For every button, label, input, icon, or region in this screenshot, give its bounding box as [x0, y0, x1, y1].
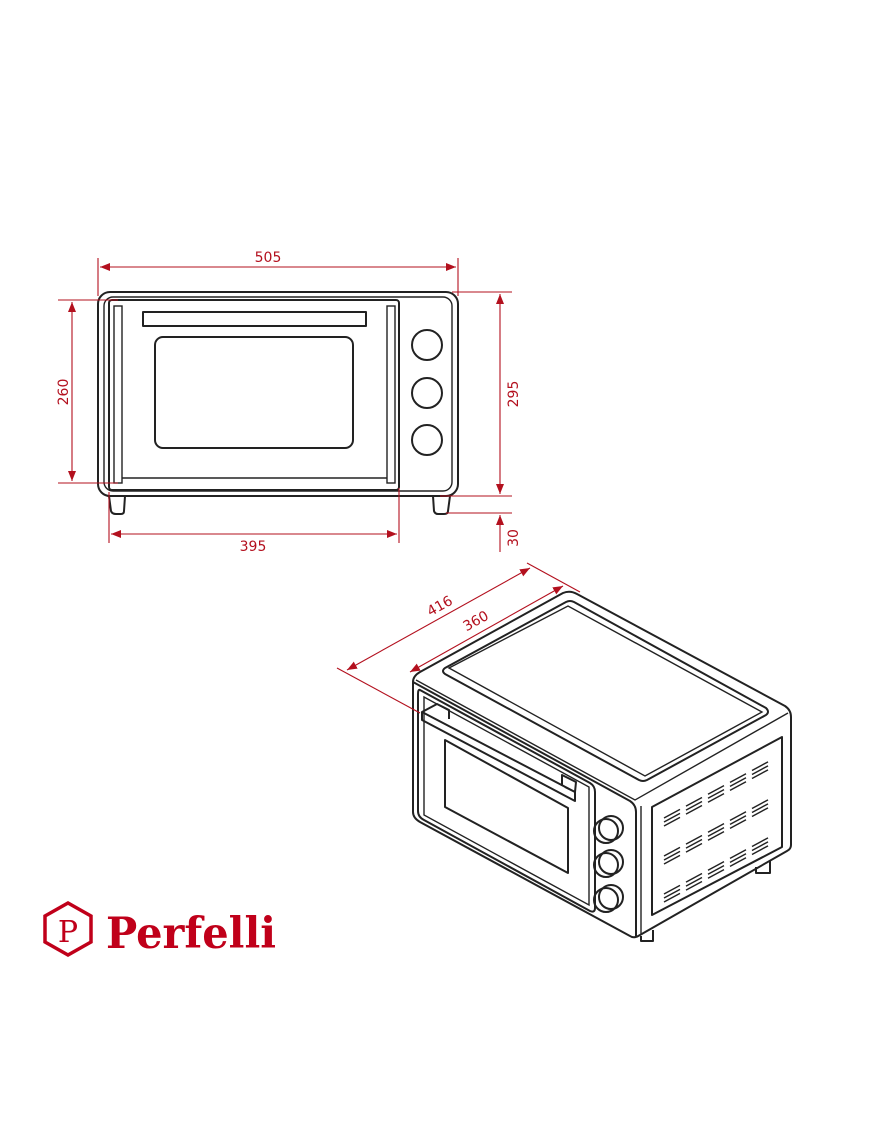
side-vents — [663, 761, 769, 903]
control-knob — [411, 329, 443, 361]
door-left-rail — [113, 305, 123, 484]
oven-body-outline — [97, 291, 459, 497]
vent-slot — [685, 876, 703, 887]
vent-slot — [685, 838, 703, 849]
top-panel — [442, 600, 769, 782]
control-knob — [411, 377, 443, 409]
vent-slot — [685, 796, 703, 807]
vent-slot — [685, 842, 703, 853]
dimension-door-width: 395 — [108, 488, 400, 555]
control-knob — [593, 818, 619, 844]
dimension-total-width: 505 — [97, 250, 459, 296]
oven-foot-right — [432, 495, 451, 515]
dimension-label: 295 — [506, 381, 522, 408]
dimension-label: 30 — [506, 529, 522, 547]
perfelli-logo: P Perfelli — [43, 900, 276, 959]
control-knob — [411, 424, 443, 456]
vent-slot — [729, 857, 747, 867]
control-knob — [598, 849, 624, 875]
vent-slot — [729, 853, 747, 863]
door-handle — [142, 311, 367, 327]
vent-slot — [729, 777, 747, 787]
vent-slot — [729, 811, 747, 821]
vent-slot — [707, 868, 725, 879]
front-right-edge — [412, 681, 637, 936]
vent-slot — [751, 803, 769, 814]
vent-slot — [685, 834, 703, 845]
control-knobs — [593, 815, 624, 913]
oven-door — [417, 688, 596, 913]
control-knob — [593, 887, 619, 913]
dimension-label: 416 — [424, 593, 455, 620]
dimension-label: 395 — [240, 539, 267, 555]
vent-slot — [663, 888, 681, 899]
vent-slot — [751, 845, 769, 856]
logo-hexagon-icon — [43, 900, 93, 958]
side-panel — [651, 736, 783, 916]
oven-window — [444, 739, 569, 874]
vent-slot — [663, 816, 681, 827]
vent-slot — [663, 812, 681, 823]
oven-body-outline — [412, 590, 792, 939]
vent-slot — [663, 854, 681, 865]
vent-slot — [707, 788, 725, 799]
vent-slot — [729, 819, 747, 829]
control-knob — [598, 884, 624, 910]
vent-slot — [707, 830, 725, 841]
vent-slot — [685, 804, 703, 815]
vent-slot — [707, 860, 725, 871]
vent-slot — [707, 822, 725, 833]
vent-slot — [663, 846, 681, 857]
dimension-label: 505 — [255, 250, 282, 266]
vent-slot — [707, 784, 725, 795]
vent-slot — [729, 781, 747, 791]
dimension-door-height: 260 — [56, 299, 118, 484]
vent-slot — [685, 800, 703, 811]
vent-slot — [685, 872, 703, 883]
vent-slot — [663, 850, 681, 861]
oven-feet — [640, 860, 771, 942]
door-handle — [421, 703, 577, 802]
oven-foot-left — [108, 495, 126, 515]
dimension-body-height: 295 — [440, 291, 522, 497]
vent-slot — [663, 892, 681, 903]
vent-slot — [707, 864, 725, 875]
vent-slot — [751, 761, 769, 772]
vent-slot — [729, 849, 747, 859]
door-right-rail — [386, 305, 396, 484]
logo-letter: P — [58, 915, 78, 950]
dimension-label: 260 — [56, 379, 72, 406]
control-knob — [593, 852, 619, 878]
vent-slot — [751, 769, 769, 780]
oven-window — [154, 336, 354, 449]
dimension-feet-height: 30 — [446, 512, 522, 552]
dimension-body-depth: 360 — [409, 585, 564, 673]
dimension-label: 360 — [460, 608, 491, 635]
vent-slot — [707, 826, 725, 837]
vent-slot — [685, 880, 703, 891]
vent-slot — [751, 799, 769, 810]
vent-slot — [663, 808, 681, 819]
vent-slot — [707, 792, 725, 803]
vent-slot — [663, 884, 681, 895]
vent-slot — [751, 765, 769, 776]
vent-slot — [729, 815, 747, 825]
oven-door — [108, 299, 400, 491]
vent-slot — [729, 773, 747, 783]
top-front-edge — [415, 679, 789, 801]
dimension-total-depth: 416 — [336, 562, 581, 714]
vent-slot — [751, 837, 769, 848]
vent-slot — [751, 807, 769, 818]
isometric-view: 416 360 — [336, 562, 792, 942]
brand-name: Perfelli — [106, 909, 276, 959]
front-view: 505 260 295 30 395 — [56, 250, 522, 555]
door-inner-frame — [423, 695, 590, 907]
control-knob — [598, 815, 624, 841]
vent-slot — [751, 841, 769, 852]
